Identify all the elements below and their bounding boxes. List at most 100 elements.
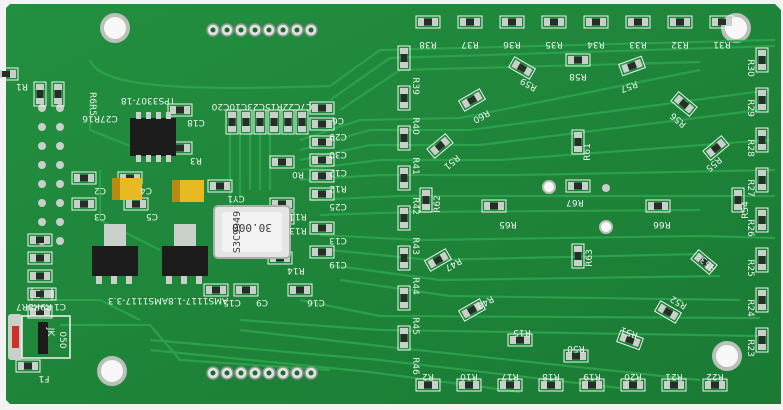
smd-part	[295, 109, 309, 135]
smd-part	[27, 251, 53, 265]
smd-part	[207, 179, 233, 193]
via-pad	[38, 104, 46, 112]
silk-label: R11	[289, 211, 307, 221]
via-pad	[38, 161, 46, 169]
silk-label: R36	[503, 39, 521, 49]
ams-label: AMS1117-1.8AMS1117-3.3	[108, 295, 228, 305]
silk-label: C5	[146, 211, 158, 221]
silk-label: R22	[706, 371, 724, 381]
smd-part	[618, 55, 646, 77]
via-pad	[56, 161, 64, 169]
smd-part	[397, 325, 411, 351]
via-pad	[56, 142, 64, 150]
crystal-frequency: 30.000	[232, 221, 272, 234]
smd-part	[620, 378, 646, 392]
silk-label: R21	[665, 371, 683, 381]
silk-label: C15	[223, 297, 241, 307]
smd-part	[51, 81, 65, 107]
smd-part	[309, 169, 335, 183]
smd-part	[755, 247, 769, 273]
smd-part	[203, 283, 229, 297]
silk-label: R54	[741, 201, 751, 219]
via-pad	[38, 180, 46, 188]
smd-part	[397, 165, 411, 191]
silk-label: C13	[329, 235, 347, 245]
smd-part	[755, 207, 769, 233]
via-pad	[56, 104, 64, 112]
silk-label: C19	[329, 259, 347, 269]
smd-part	[667, 15, 693, 29]
crystal-oscillator: 30.000 S3C9949	[213, 205, 291, 259]
smd-part	[457, 15, 483, 29]
silk-label: R27	[745, 179, 755, 197]
pin-headers	[206, 23, 318, 380]
fuse-label-1: JK	[45, 327, 55, 338]
smd-part	[579, 378, 605, 392]
silk-label: R19	[583, 371, 601, 381]
silk-label: R63	[585, 249, 595, 267]
silk-label: R65	[499, 219, 517, 229]
smd-part	[709, 15, 735, 29]
silk-label: R15	[513, 327, 531, 337]
smd-part	[27, 287, 53, 301]
silk-label: R40	[410, 117, 420, 135]
silk-label: R24	[745, 299, 755, 317]
silk-label: R13	[289, 225, 307, 235]
smd-part	[33, 81, 47, 107]
via-pad	[38, 218, 46, 226]
silk-label: R25	[745, 259, 755, 277]
smd-part	[563, 349, 589, 363]
smd-part	[755, 47, 769, 73]
smd-part	[565, 179, 591, 193]
ams1117-regulators	[92, 224, 208, 284]
smd-part	[499, 15, 525, 29]
silk-label: R38	[419, 39, 437, 49]
silk-label: C30	[329, 149, 347, 159]
smd-part	[457, 88, 487, 112]
silk-label: R12	[329, 183, 347, 193]
smd-part	[309, 101, 335, 115]
smd-part	[755, 327, 769, 353]
silk-label: R32	[671, 39, 689, 49]
smd-part	[571, 243, 585, 269]
via-pad	[56, 199, 64, 207]
smd-part	[415, 378, 441, 392]
smd-part	[233, 283, 259, 297]
silk-label: C3	[94, 211, 106, 221]
smd-part	[225, 109, 239, 135]
silk-label: R50	[567, 343, 585, 353]
silk-label: R30	[745, 59, 755, 77]
via-pad	[38, 123, 46, 131]
smd-part	[397, 205, 411, 231]
silk-label: R61	[583, 143, 593, 161]
smd-part	[397, 85, 411, 111]
silk-label: R10	[460, 371, 478, 381]
smd-part	[281, 109, 295, 135]
smd-part	[702, 134, 730, 162]
silk-label: C25	[329, 201, 347, 211]
silk-label: R66	[653, 219, 671, 229]
silk-label: R0	[292, 169, 304, 179]
silk-label: C16	[307, 297, 325, 307]
smd-part	[239, 109, 253, 135]
silk-label: R1	[16, 81, 28, 91]
board-outline	[6, 4, 781, 404]
silk-label: R35	[545, 39, 563, 49]
silk-label: R23	[745, 339, 755, 357]
silk-label: R18	[542, 371, 560, 381]
silk-label: R26	[745, 219, 755, 237]
crystal-part: S3C9949	[232, 211, 243, 253]
smd-part	[27, 269, 53, 283]
smd-part	[661, 378, 687, 392]
smd-part	[253, 109, 267, 135]
smd-part	[645, 199, 671, 213]
smd-part	[415, 15, 441, 29]
smd-part	[71, 197, 97, 211]
smd-part	[507, 56, 537, 80]
smd-part	[397, 285, 411, 311]
via-pad	[38, 199, 46, 207]
silk-label: R3	[190, 155, 202, 165]
